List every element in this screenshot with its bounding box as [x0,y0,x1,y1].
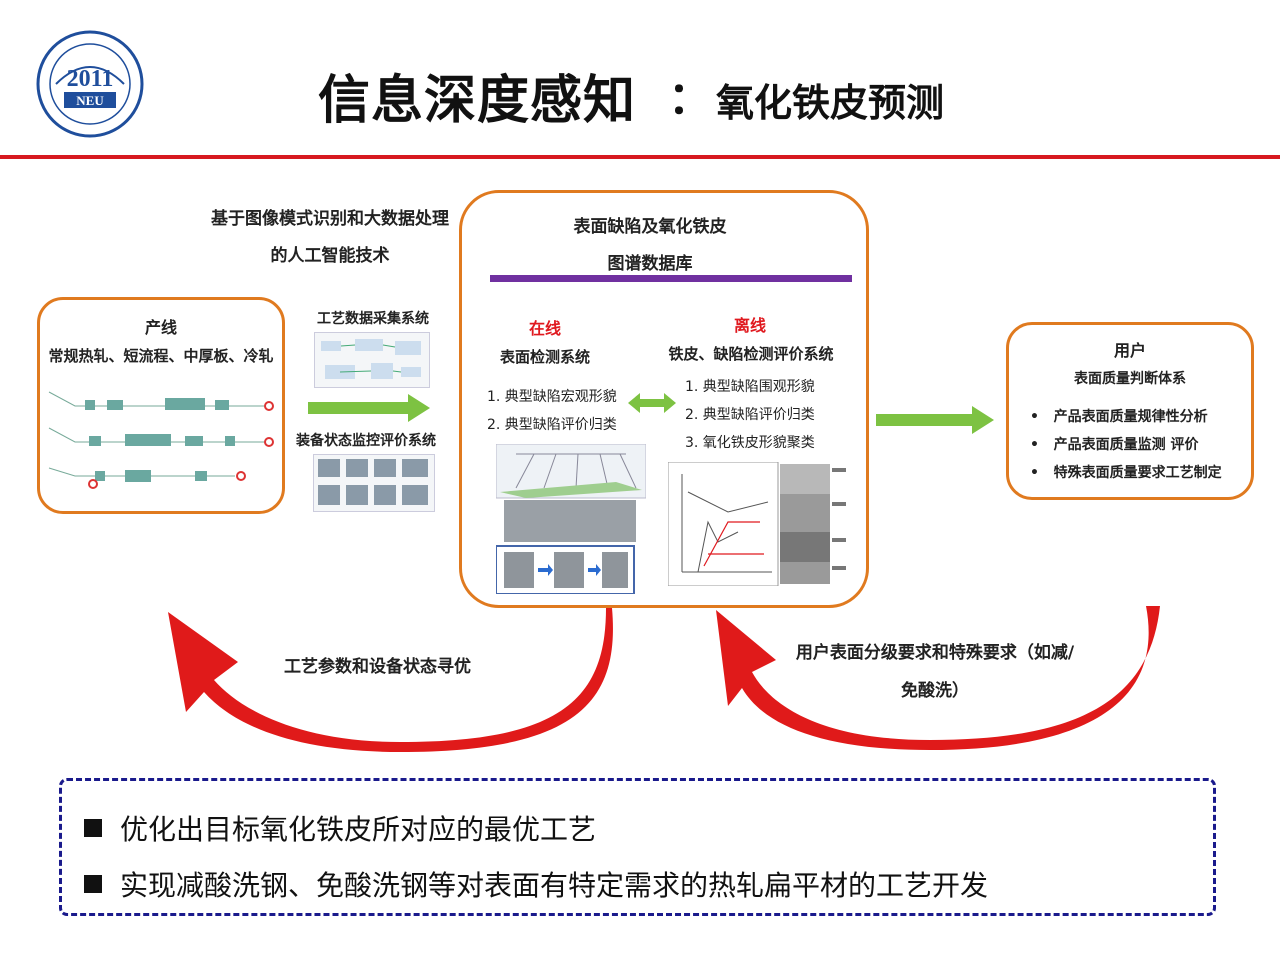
green-arrow-line-to-db [308,394,430,422]
user-item-2: • 产品表面质量监测 评价 [1030,437,1199,453]
process-data-diagram [314,332,430,388]
production-line-title: 产线 [144,318,177,337]
database-title-line1: 表面缺陷及氧化铁皮 [573,217,727,237]
production-line-subtitle: 常规热轧、短流程、中厚板、冷轧 [48,347,274,365]
bullet-square-icon [84,875,102,893]
university-logo: 2011 NEU [36,30,144,138]
feedback-right-line2: 免酸洗） [901,681,969,701]
online-offline-double-arrow [628,393,676,413]
user-subtitle: 表面质量判断体系 [1074,371,1186,387]
user-item-3: • 特殊表面质量要求工艺制定 [1030,465,1222,481]
title-colon: ： [668,73,712,124]
page-title: 信息深度感知 [318,71,637,131]
page-subtitle: 氧化铁皮预测 [716,81,945,125]
feedback-left-label: 工艺参数和设备状态寻优 [284,657,471,677]
offline-item-2: 2. 典型缺陷评价归类 [685,407,815,423]
green-arrow-db-to-user [876,406,994,434]
ai-tech-line1: 基于图像模式识别和大数据处理 [211,209,449,229]
feedback-right-line1: 用户表面分级要求和特殊要求（如减/ [795,643,1075,663]
logo-year: 2011 [67,66,114,92]
online-label: 在线 [528,319,561,338]
online-item-1: 1. 典型缺陷宏观形貌 [487,389,617,405]
user-title: 用户 [1113,341,1146,360]
equipment-monitor-screens [313,454,435,512]
offline-phase-diagram-images [668,462,846,586]
production-line-schematic [48,391,274,489]
header-divider [0,155,1280,159]
note-2: 实现减酸洗钢、免酸洗钢等对表面有特定需求的热轧扁平材的工艺开发 [84,864,988,904]
offline-item-1: 1. 典型缺陷围观形貌 [685,379,815,395]
offline-item-3: 3. 氧化铁皮形貌聚类 [685,435,815,451]
offline-system-label: 铁皮、缺陷检测评价系统 [668,345,834,363]
user-item-1: • 产品表面质量规律性分析 [1030,409,1208,425]
ai-tech-line2: 的人工智能技术 [270,246,390,266]
online-system-label: 表面检测系统 [499,348,590,366]
equipment-monitor-label: 装备状态监控评价系统 [296,433,436,449]
bullet-square-icon [84,819,102,837]
note-1: 优化出目标氧化铁皮所对应的最优工艺 [84,808,596,848]
offline-label: 离线 [733,316,766,335]
database-divider [490,275,852,282]
online-item-2: 2. 典型缺陷评价归类 [487,417,617,433]
user-box [1006,322,1254,500]
process-data-system-label: 工艺数据采集系统 [317,311,429,327]
notes-box [59,778,1216,916]
logo-abbr: NEU [76,93,104,108]
online-inspection-images [496,444,646,594]
left-feedback-arrow [168,608,613,752]
database-title-line2: 图谱数据库 [607,254,693,274]
